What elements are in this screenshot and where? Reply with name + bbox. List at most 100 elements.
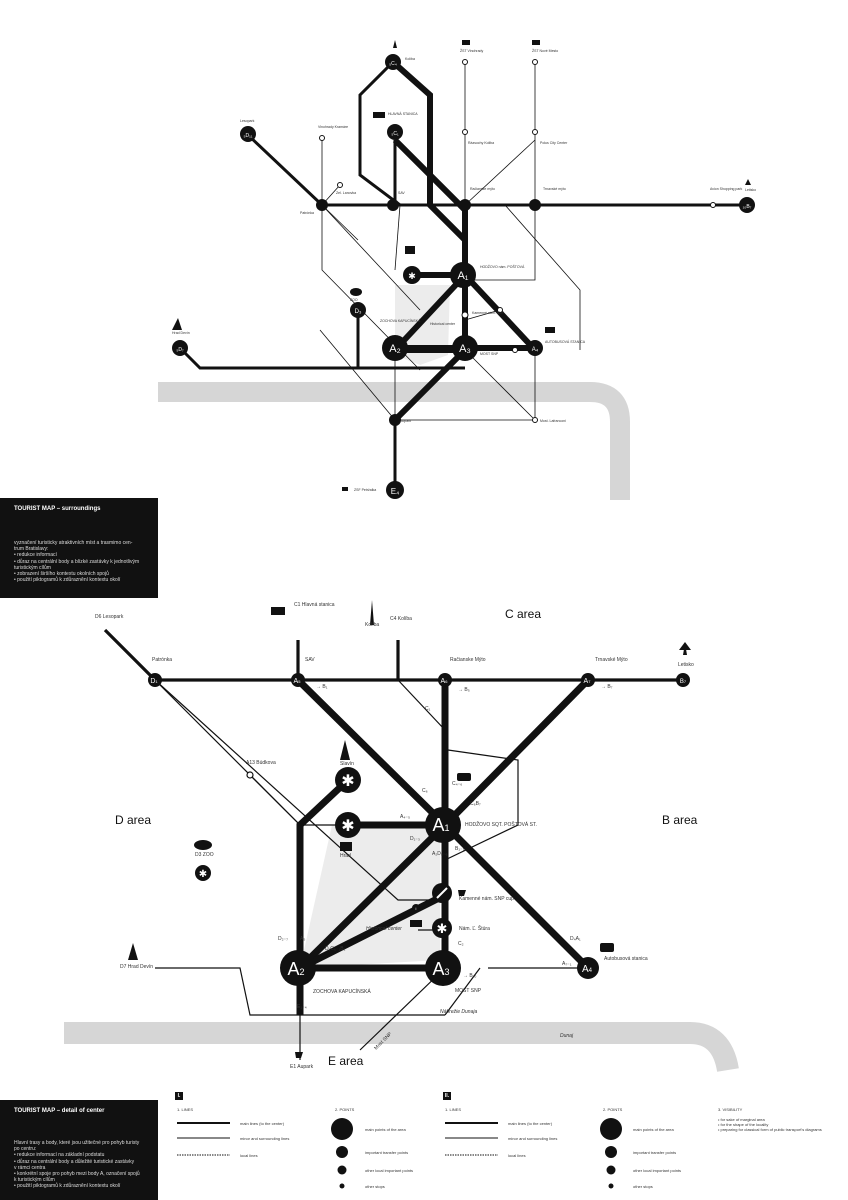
- label-c6: C₄₋₆: [452, 781, 462, 787]
- label-c5: C₆: [422, 788, 428, 794]
- label-dunaj: Dunaj: [560, 1033, 574, 1039]
- station-a3[interactable]: [425, 950, 461, 986]
- label-ra: Račianske Mýto: [450, 657, 486, 663]
- label-letisko: Letisko: [678, 662, 694, 668]
- top-label-d9: ZOO: [350, 298, 358, 302]
- svg-text:A₄: A₄: [532, 347, 539, 353]
- bear-icon: [194, 840, 212, 850]
- panel1-line: • redukce informací: [14, 552, 57, 559]
- legend-section-1: I.: [175, 1092, 183, 1100]
- legend-point-transfer-2: important transfer points: [633, 1150, 677, 1155]
- stura-asterisk: ✱: [437, 921, 448, 936]
- slavin-icon: [340, 740, 350, 760]
- slavin-asterisk: ✱: [341, 773, 354, 790]
- svg-text:✱: ✱: [408, 271, 416, 281]
- label-d4: D₄A₁: [570, 936, 581, 942]
- panel-surroundings: TOURIST MAP – surroundings vyznačení tur…: [0, 498, 158, 598]
- legend-line-main: main lines (to the center): [240, 1121, 285, 1126]
- label-sav: SAV: [305, 657, 315, 663]
- svg-text:E₄: E₄: [391, 487, 400, 496]
- castle-icon: [340, 842, 352, 851]
- panel2-line: • důraz na centrální body a důležité tur…: [14, 1158, 135, 1165]
- station-slavin[interactable]: [335, 767, 361, 793]
- station-a4[interactable]: [577, 957, 599, 979]
- panel-surroundings-body: vyznačení turisticky atraktivních míst a…: [14, 540, 139, 583]
- station-b7[interactable]: [676, 673, 690, 687]
- legend-line-local-2: local lines: [508, 1153, 526, 1158]
- museum-icon: [457, 773, 471, 781]
- label-devin: D7 Hrad Devín: [120, 964, 153, 970]
- legend-point-main-2: main points of the area: [633, 1127, 674, 1132]
- legend-point-other-2: other stops: [633, 1184, 653, 1189]
- area-d-label: D area: [115, 813, 152, 827]
- station-zoo[interactable]: [195, 865, 211, 881]
- legend-points-heading-2: 2. POINTS: [603, 1107, 623, 1112]
- station-a7[interactable]: [581, 673, 595, 687]
- top-label-d11: Lesopark: [240, 119, 255, 123]
- label-hist: Historical center: [366, 926, 402, 932]
- label-nab: Nábrežie Dunaja: [440, 1009, 477, 1015]
- legend-section-2: II.: [443, 1092, 451, 1100]
- station-d1[interactable]: [148, 673, 162, 687]
- top-label-a2: ZOCHOVA KAPUCÍNSKÁ: [380, 319, 421, 323]
- tower-icon: [370, 600, 374, 625]
- svg-text:₅C₄: ₅C₄: [389, 61, 397, 67]
- station-a7-letter: A7: [584, 678, 592, 685]
- panel1-line: turistickým cílům: [14, 564, 51, 571]
- station-hrad[interactable]: [335, 812, 361, 838]
- top-label-c4: Kolíba: [405, 57, 415, 61]
- station-a1[interactable]: [425, 807, 461, 843]
- svg-text:A₃: A₃: [459, 343, 471, 355]
- area-b-label: B area: [662, 813, 698, 827]
- svg-text:₅C₁: ₅C₁: [391, 131, 399, 137]
- devin-icon: [128, 943, 138, 960]
- station-a1-letter: A1: [432, 815, 449, 835]
- label-d2: D₂₋₇: [278, 936, 288, 942]
- station-stura[interactable]: [432, 918, 452, 938]
- legend-point-other: other stops: [365, 1184, 385, 1189]
- label-cc: C₁: [425, 706, 431, 712]
- panel-center-title: TOURIST MAP – detail of center: [14, 1108, 105, 1114]
- panel2-line: • použití piktogramů k zdůraznění kontex…: [14, 1183, 121, 1190]
- station-d1-letter: D1: [150, 678, 158, 685]
- top-label-wine: Vinohrady Kramáre: [318, 125, 348, 129]
- panel2-line: Hlavní trasy a body, které jsou užitečné…: [14, 1140, 140, 1146]
- panel2-line: • konkrétní spoje pro pohyb mezi body A,…: [14, 1171, 140, 1178]
- devin-icon-top: [172, 318, 182, 330]
- station-a2[interactable]: [280, 950, 316, 986]
- cart-icon-aupark: [295, 1052, 303, 1058]
- label-a1d: A₂D₅₋₆: [432, 851, 448, 857]
- top-map: A₁ A₂ A₃ A₄ E₄ ✱ D₃ ₅C₄ ₅C₁ ₅D₁₁ ₁₀B₇ ₅D…: [158, 40, 756, 500]
- train-icon: [271, 607, 285, 615]
- info-icon: i: [416, 906, 417, 911]
- label-b1: → B₁: [316, 684, 328, 690]
- panel1-line: • zobrazení širšího kontextu okolních sp…: [14, 571, 109, 578]
- label-a4l: A₄₋₅: [400, 814, 410, 820]
- label-hrad: Hrad: [340, 853, 351, 859]
- stop-a13[interactable]: [246, 771, 254, 779]
- label-c4: C4 Kolíba: [390, 616, 412, 622]
- top-label-hist: Historical center: [430, 322, 456, 326]
- top-label-sav: SAV: [398, 191, 405, 195]
- svg-text:D₃: D₃: [355, 309, 362, 315]
- top-label-a1: HODŽOVO nám. POŠTOVÁ: [480, 264, 525, 269]
- panel2-line: po centru:: [14, 1146, 37, 1153]
- station-info[interactable]: [412, 904, 420, 912]
- legend-point-local: other local important points: [365, 1168, 414, 1173]
- label-slavin: Slavín: [340, 761, 354, 767]
- bus-icon: [600, 943, 614, 952]
- hrad-asterisk: ✱: [341, 818, 354, 835]
- legend-line-minor-2: minor and surrounding lines: [508, 1136, 558, 1141]
- panel1-line: • použití piktogramů k zdůraznění kontex…: [14, 577, 121, 584]
- label-a1: HODŽOVO SQT. POŠTOVÁ ST.: [465, 820, 537, 828]
- label-d1m: D₁C₆₋₁B₁: [325, 946, 346, 952]
- top-label-patronka: Patrónka: [300, 211, 314, 215]
- station-a5[interactable]: [291, 673, 305, 687]
- top-label-e4: ZSF Petržalka: [354, 488, 376, 492]
- label-kolib: Kolíba: [365, 622, 379, 628]
- svg-text:₅D₇: ₅D₇: [176, 347, 184, 353]
- label-cd: C₆B₇: [470, 801, 481, 807]
- station-a6[interactable]: [438, 673, 452, 687]
- station-b7-letter: B7: [680, 679, 687, 685]
- panel-center-body: Hlavní trasy a body, které jsou užitečné…: [14, 1140, 140, 1190]
